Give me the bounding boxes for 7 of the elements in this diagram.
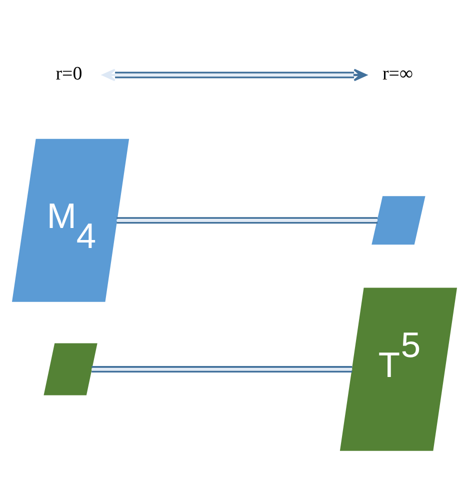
connector [116,217,378,224]
arrow [102,68,368,82]
node-box [372,196,426,245]
node-text: r=∞ [382,63,413,84]
connector [92,366,352,373]
node-box [44,343,98,396]
node-text: r=0 [56,63,82,84]
